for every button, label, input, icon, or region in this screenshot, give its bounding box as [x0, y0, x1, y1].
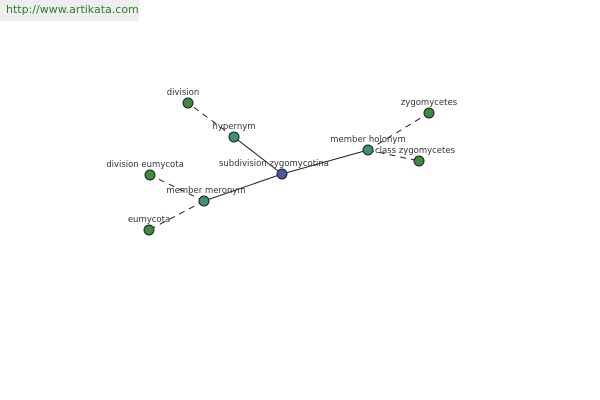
label-member-meronym: member meronym: [166, 186, 245, 196]
node-division[interactable]: [182, 97, 194, 109]
node-zygomycetes[interactable]: [423, 107, 435, 119]
label-hypernym: hypernym: [212, 122, 255, 132]
node-class-zygomycetes[interactable]: [413, 155, 425, 167]
edge-center-member-meronym: [203, 173, 283, 202]
edge-hypernym-division: [187, 102, 235, 138]
edge-holonym-class-zygomycetes: [367, 149, 420, 162]
node-center[interactable]: [276, 168, 288, 180]
node-eumycota[interactable]: [143, 224, 155, 236]
edge-meronym-division-eumycota: [149, 174, 205, 202]
edge-center-member-holonym: [281, 149, 369, 175]
label-eumycota: eumycota: [128, 215, 170, 225]
node-hypernym[interactable]: [228, 131, 240, 143]
node-division-eumycota[interactable]: [144, 169, 156, 181]
url-banner: http://www.artikata.com: [0, 0, 139, 21]
label-class-zygomycetes: class zygomycetes: [375, 146, 456, 156]
label-center: subdivision zygomycotina: [219, 159, 329, 169]
label-division: division: [167, 88, 200, 98]
node-member-meronym[interactable]: [198, 195, 210, 207]
label-member-holonym: member holonym: [330, 135, 405, 145]
url-link[interactable]: http://www.artikata.com: [6, 3, 139, 16]
edge-center-hypernym: [233, 136, 283, 175]
label-zygomycetes: zygomycetes: [401, 98, 458, 108]
edge-holonym-zygomycetes: [367, 112, 430, 151]
label-division-eumycota: division eumycota: [106, 160, 184, 170]
node-member-holonym[interactable]: [362, 144, 374, 156]
